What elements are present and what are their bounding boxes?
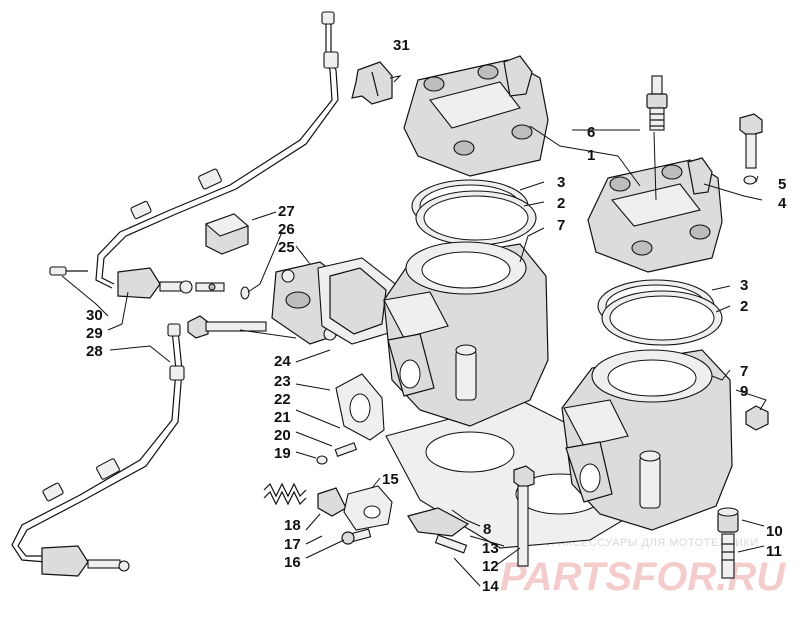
valve-plate-15 (343, 485, 393, 531)
rubber-block-27 (204, 213, 250, 255)
callout-11: 11 (766, 543, 782, 560)
callout-7-lower: 7 (740, 363, 748, 380)
cover-gasket (317, 257, 399, 345)
callout-23: 23 (274, 373, 291, 390)
spacer-10 (717, 507, 739, 533)
cylinder-head-lower (587, 157, 723, 273)
washer-4 (743, 175, 757, 185)
cylinder-head-upper (403, 55, 549, 177)
valve-blade-13 (407, 507, 470, 537)
callout-27: 27 (278, 203, 295, 220)
head-bolt-5 (739, 113, 763, 169)
callout-19: 19 (274, 445, 291, 462)
callout-18: 18 (284, 517, 301, 534)
callout-14: 14 (482, 578, 499, 595)
washer-19 (316, 455, 328, 465)
spring-18 (263, 482, 307, 506)
watermark-logo: PARTSFOR.RU (500, 555, 786, 599)
cylinder-upper (383, 241, 549, 427)
clip-31 (351, 61, 393, 105)
callout-7-upper: 7 (557, 217, 565, 234)
spark-plug (646, 75, 668, 131)
screw-30 (49, 266, 88, 276)
callout-15: 15 (382, 471, 399, 488)
exhaust-valve-gasket-22 (335, 373, 385, 441)
screw-16 (341, 528, 372, 545)
callout-4: 4 (778, 195, 787, 212)
callout-labels: 31 6 1 3 2 7 5 4 3 2 7 9 10 11 8 13 12 1… (86, 37, 787, 595)
callout-12: 12 (482, 558, 499, 575)
bolt-12 (513, 465, 535, 567)
callout-16: 16 (284, 554, 301, 571)
callout-22: 22 (274, 391, 291, 408)
callout-24: 24 (274, 353, 291, 370)
callout-31: 31 (393, 37, 410, 54)
callout-13: 13 (482, 540, 499, 557)
callout-1: 1 (587, 147, 595, 164)
lower-throttle-cable (11, 323, 185, 577)
callout-3-lower: 3 (740, 277, 748, 294)
bolt-24 (187, 315, 267, 339)
callout-20: 20 (274, 427, 291, 444)
cable-adjuster-30 (117, 267, 225, 299)
callout-30: 30 (86, 307, 103, 324)
gasket-lower (601, 290, 723, 346)
nut-9 (745, 405, 769, 431)
screw-14 (434, 534, 468, 554)
callout-28: 28 (86, 343, 103, 360)
stud-11 (721, 533, 735, 579)
callout-8: 8 (483, 521, 491, 538)
callout-9: 9 (740, 383, 748, 400)
upper-throttle-cable (95, 11, 339, 289)
callout-29: 29 (86, 325, 103, 342)
callout-25: 25 (278, 239, 295, 256)
callout-6: 6 (587, 124, 595, 141)
callout-2-lower: 2 (740, 298, 748, 315)
washer-26 (240, 286, 250, 300)
cylinder-lower (561, 349, 733, 531)
leader-lines (61, 75, 767, 587)
callout-2-upper: 2 (557, 195, 565, 212)
valve-piston-17 (317, 487, 347, 517)
screw-20 (334, 442, 358, 457)
callout-26: 26 (278, 221, 295, 238)
gasket-upper (415, 190, 537, 246)
callout-10: 10 (766, 523, 783, 540)
callout-17: 17 (284, 536, 301, 553)
callout-5: 5 (778, 176, 786, 193)
callout-21: 21 (274, 409, 291, 426)
callout-3-upper: 3 (557, 174, 565, 191)
